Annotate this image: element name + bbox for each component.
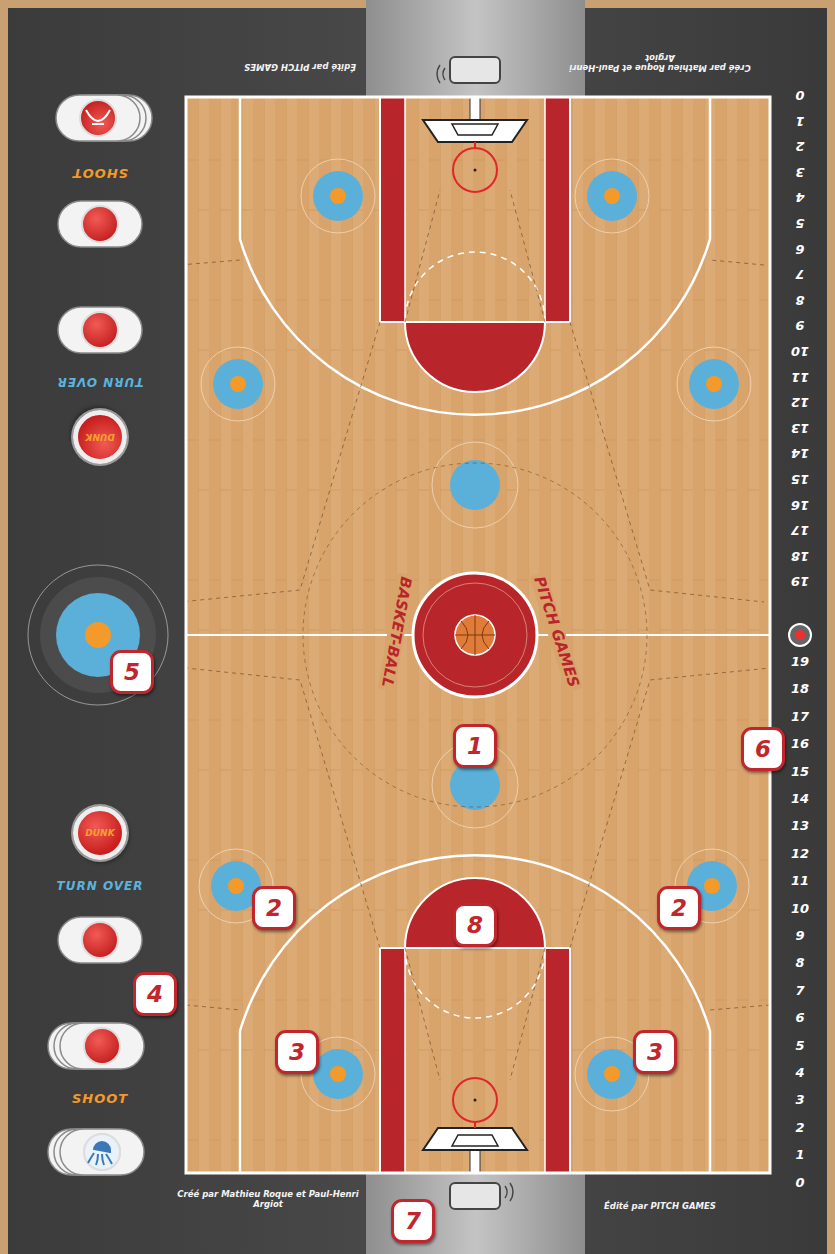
score-number: 6 [795,241,804,256]
score-number: 14 [791,446,809,461]
callout-number: 7 [391,1199,435,1243]
token-text: DUNK [85,828,114,838]
score-number: 16 [791,497,809,512]
score-number: 7 [795,267,804,282]
score-number: 13 [791,420,809,435]
callout-number: 1 [453,724,497,768]
score-number: 8 [795,956,804,971]
author-credit: Créé par Mathieu Roque et Paul-Henri Arg… [565,52,755,72]
score-number: 19 [791,574,809,589]
score-number: 16 [791,737,809,752]
score-number: 14 [791,792,809,807]
callout-number: 6 [741,727,785,771]
callout-number: 5 [110,650,154,694]
score-number: 8 [795,292,804,307]
publisher-credit: Édité par PITCH GAMES [205,61,395,71]
callout-number: 3 [275,1030,319,1074]
score-number: 1 [795,1148,804,1163]
score-number: 2 [795,1120,804,1135]
score-number: 17 [791,709,809,724]
zone-label: SHOOT [72,166,128,181]
score-number: 11 [791,369,809,384]
zone-label: TURN OVER [57,880,144,894]
score-number: 18 [791,548,809,563]
score-number: 12 [791,846,809,861]
callout-number: 8 [453,903,497,947]
score-number: 10 [791,901,809,916]
score-number: 5 [795,216,804,231]
logo-text: PITCH GAMES [529,572,583,693]
score-number: 7 [795,983,804,998]
publisher-credit: Édité par PITCH GAMES [565,1202,755,1212]
score-number: 10 [791,344,809,359]
score-number: 9 [795,929,804,944]
callout-number: 4 [133,972,177,1016]
score-number: 12 [791,395,809,410]
author-credit: Créé par Mathieu Roque et Paul-Henri Arg… [173,1190,363,1210]
score-number: 9 [795,318,804,333]
score-number: 3 [795,1093,804,1108]
score-number: 11 [791,874,809,889]
score-number: 5 [795,1038,804,1053]
score-number: 0 [795,88,804,103]
callout-number: 2 [657,886,701,930]
callout-number: 3 [633,1030,677,1074]
score-number: 13 [791,819,809,834]
score-number: 2 [795,139,804,154]
score-number: 19 [791,655,809,670]
score-number: 15 [791,764,809,779]
logo-text: BASKET-BALL [377,572,415,691]
score-number: 1 [795,113,804,128]
score-number: 17 [791,523,809,538]
zone-label: TURN OVER [57,374,144,388]
score-number: 15 [791,472,809,487]
score-number: 4 [795,1066,804,1081]
zone-label: SHOOT [72,1092,128,1107]
token-text: DUNK [85,432,114,442]
score-number: 3 [795,164,804,179]
dunk-token: DUNK [73,410,127,464]
score-number: 18 [791,682,809,697]
callout-number: 2 [252,886,296,930]
score-number: 4 [795,190,804,205]
score-number: 0 [795,1175,804,1190]
score-number: 6 [795,1011,804,1026]
dunk-token: DUNK [73,806,127,860]
